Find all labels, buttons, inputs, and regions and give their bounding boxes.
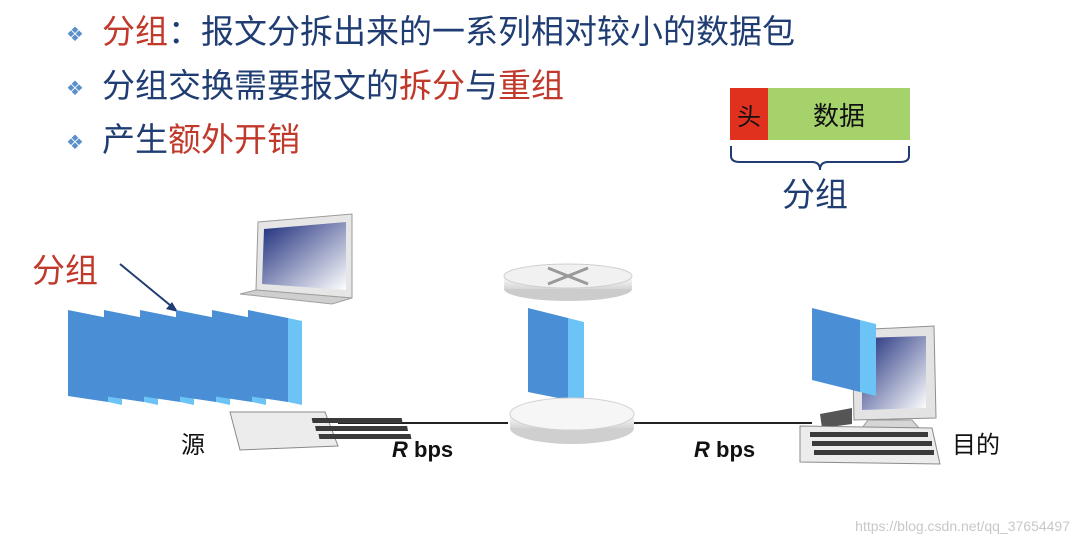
packet-block [104,310,144,402]
packet-caption: 分组 [782,175,848,214]
packets-label: 分组 [32,251,98,290]
bullet-1: ❖ 分组：报文分拆出来的一系列相对较小的数据包 [66,8,795,62]
bullet-list: ❖ 分组：报文分拆出来的一系列相对较小的数据包 ❖ 分组交换需要报文的拆分与重组 ❖… [66,8,795,170]
bullet-3-term-overhead: 额外开销 [168,120,300,159]
bullet-1-term: 分组 [102,12,168,51]
bullet-marker-icon: ❖ [66,130,84,154]
source-label: 源 [181,431,205,459]
bullet-marker-icon: ❖ [66,22,84,46]
destination-label: 目的 [952,431,1000,459]
packet-brace [730,146,910,171]
packet-pointer-arrow [119,263,177,311]
source-keyboard-icon [229,411,412,451]
packet-header-box: 头 [730,88,768,140]
bullet-3: ❖ 产生额外开销 [66,116,795,170]
packet-block [176,310,216,402]
packet-block [212,310,252,402]
router-base-icon [509,397,635,444]
link1-rate-symbol: R [392,437,408,462]
link2-rate-unit: bps [709,437,756,462]
link2-rate: R bps [694,437,755,463]
bullet-1-text: ：报文分拆出来的一系列相对较小的数据包 [168,12,795,51]
link1-rate: R bps [392,437,453,463]
bullet-2-text-a: 分组交换需要报文的 [102,66,399,105]
packet-structure: 头 数据 [730,88,910,140]
packet-block [140,310,180,402]
destination-packet [812,308,876,396]
bullet-2-term-reassemble: 重组 [498,66,564,105]
link1-rate-unit: bps [407,437,454,462]
bullet-marker-icon: ❖ [66,76,84,100]
bullet-2-term-split: 拆分 [399,66,465,105]
watermark: https://blog.csdn.net/qq_37654497 [855,518,1070,534]
packet-block [68,310,108,402]
arrow-head-icon [166,302,178,312]
source-packets [68,310,302,405]
link2-rate-symbol: R [694,437,710,462]
bullet-2-text-b: 与 [465,66,498,105]
bullet-2: ❖ 分组交换需要报文的拆分与重组 [66,62,795,116]
router-top-icon [503,263,633,301]
packet-block-side [288,318,302,405]
bullet-3-text: 产生 [102,120,168,159]
packet-data-box: 数据 [768,88,910,140]
source-laptop-icon [239,213,353,305]
packet-block [248,310,288,402]
router-packet [528,308,584,404]
